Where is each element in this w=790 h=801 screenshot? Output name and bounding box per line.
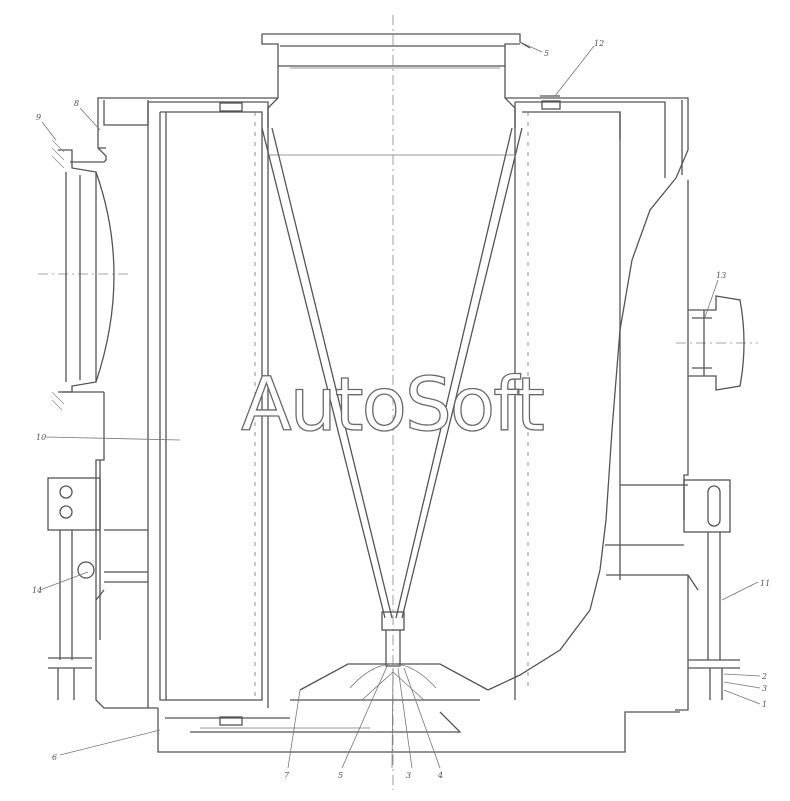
- inner-baffle: [487, 177, 699, 691]
- callout-label: 4: [437, 771, 443, 780]
- conical-filter: [261, 127, 523, 701]
- callout-label: 9: [36, 113, 41, 122]
- callout-label: 5: [544, 49, 549, 58]
- callout-label: 1: [762, 700, 767, 709]
- callout-label: 12: [594, 39, 604, 48]
- callout-label: 11: [760, 579, 770, 588]
- left-valve: [47, 477, 101, 700]
- watermark-text: AutoSoft: [241, 362, 544, 448]
- callout-label: 5: [338, 771, 343, 780]
- left-lower-details: [95, 529, 148, 601]
- callout-leaders: [39, 41, 761, 769]
- top-outlet-pipe: [261, 33, 531, 128]
- right-level-gauge: [683, 479, 740, 700]
- callout-label: 8: [74, 99, 79, 108]
- callout-label: 2: [761, 672, 767, 681]
- callout-labels: 5 12 8 9 13 10 14 11 2 3 1 6 7 5 3 4: [32, 39, 770, 780]
- callout-label: 3: [762, 684, 767, 693]
- right-outlet: [688, 295, 745, 391]
- callout-label: 14: [32, 586, 42, 595]
- callout-label: 3: [406, 771, 411, 780]
- callout-label: 7: [284, 771, 290, 780]
- callout-label: 10: [36, 433, 46, 442]
- callout-label: 6: [52, 753, 57, 762]
- left-inlet: [51, 139, 115, 411]
- filter-element-right: [514, 95, 666, 700]
- filter-element-left: [147, 101, 269, 726]
- callout-label: 13: [716, 271, 726, 280]
